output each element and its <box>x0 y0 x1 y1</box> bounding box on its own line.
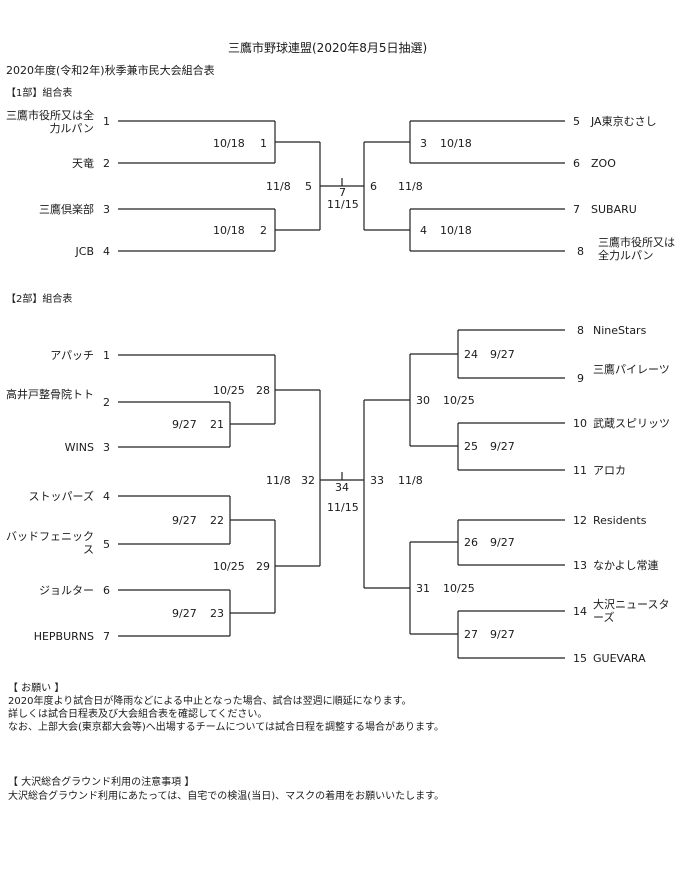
div1-team-no-2: 2 <box>103 157 110 170</box>
div2-game-date: 9/27 <box>172 607 197 620</box>
div1-game-date: 11/8 <box>266 180 291 193</box>
div1-game-date: 10/18 <box>213 224 245 237</box>
div1-team-no-4: 4 <box>103 245 110 258</box>
div2-team-name-4: ストッパーズ <box>28 490 94 503</box>
div2-team-no-1: 1 <box>103 349 110 362</box>
div2-game-date: 10/25 <box>443 582 475 595</box>
request-line: 2020年度より試合日が降雨などによる中止となった場合、試合は翌週に順延になりま… <box>8 696 412 707</box>
div2-game-no: 30 <box>416 394 430 407</box>
div2-game-date: 11/8 <box>266 474 291 487</box>
div2-team-name-7: HEPBURNS <box>33 630 94 643</box>
div1-team-no-8: 8 <box>577 245 584 258</box>
div2-team-name-3: WINS <box>64 441 94 454</box>
div2-game-no: 21 <box>210 418 224 431</box>
div2-game-date: 9/27 <box>172 514 197 527</box>
div1-team-no-1: 1 <box>103 115 110 128</box>
div2-team-no-7: 7 <box>103 630 110 643</box>
div2-team-no-10: 10 <box>573 417 587 430</box>
div2-game-no: 31 <box>416 582 430 595</box>
div2-game-date: 10/25 <box>213 560 245 573</box>
request-line: なお、上部大会(東京都大会等)へ出場するチームについては試合日程を調整する場合が… <box>8 722 445 733</box>
div1-team-no-5: 5 <box>573 115 580 128</box>
div1-team-name-4: JCB <box>75 245 94 258</box>
div2-game-no: 29 <box>256 560 270 573</box>
div1-final-date: 11/15 <box>327 198 359 211</box>
div2-team-no-15: 15 <box>573 652 587 665</box>
div1-team-no-3: 3 <box>103 203 110 216</box>
div2-game-date: 11/8 <box>398 474 423 487</box>
div2-game-no: 23 <box>210 607 224 620</box>
div2-team-name-13: なかよし常連 <box>593 559 659 572</box>
div2-team-name-8: NineStars <box>593 324 647 337</box>
div2-game-no: 32 <box>301 474 315 487</box>
div2-game-no: 33 <box>370 474 384 487</box>
div2-game-date: 9/27 <box>490 348 515 361</box>
div2-team-no-11: 11 <box>573 464 587 477</box>
div2-team-no-3: 3 <box>103 441 110 454</box>
div1-game-no: 5 <box>305 180 312 193</box>
div2-team-no-13: 13 <box>573 559 587 572</box>
div2-team-name-11: アロカ <box>593 464 626 477</box>
div1-game-no: 3 <box>420 137 427 150</box>
div2-team-name-2: 高井戸整骨院トト <box>6 388 94 401</box>
div1-game-no: 1 <box>260 137 267 150</box>
document-subtitle: 2020年度(令和2年)秋季兼市民大会組合表 <box>6 64 215 77</box>
div1-team-name-8: 三鷹市役所又は全力ルパン <box>598 236 675 262</box>
div2-team-no-9: 9 <box>577 372 584 385</box>
div2-game-no: 22 <box>210 514 224 527</box>
div2-heading: 【2部】組合表 <box>6 294 73 305</box>
div2-team-no-2: 2 <box>103 396 110 409</box>
div1-team-name-1: 三鷹市役所又は全力ルパン <box>6 109 94 135</box>
div2-game-date: 9/27 <box>490 536 515 549</box>
div1-game-date: 11/8 <box>398 180 423 193</box>
div1-final-no: 7 <box>339 186 346 199</box>
request-heading: 【 お願い 】 <box>8 683 65 694</box>
div1-heading: 【1部】組合表 <box>6 88 73 99</box>
div2-team-name-15: GUEVARA <box>593 652 646 665</box>
div2-game-no: 25 <box>464 440 478 453</box>
div2-final-no: 34 <box>335 481 349 494</box>
div2-game-no: 28 <box>256 384 270 397</box>
div1-game-date: 10/18 <box>440 224 472 237</box>
div1-game-date: 10/18 <box>440 137 472 150</box>
div1-team-no-6: 6 <box>573 157 580 170</box>
div1-team-name-2: 天竜 <box>72 157 94 170</box>
div2-game-no: 26 <box>464 536 478 549</box>
div2-team-no-5: 5 <box>103 538 110 551</box>
div2-team-name-14: 大沢ニュースターズ <box>593 598 670 624</box>
div2-team-name-12: Residents <box>593 514 647 527</box>
div1-team-no-7: 7 <box>573 203 580 216</box>
div2-game-date: 10/25 <box>213 384 245 397</box>
div2-team-name-9: 三鷹パイレーツ <box>593 363 670 376</box>
div2-game-date: 9/27 <box>490 440 515 453</box>
div1-team-name-5: JA東京むさし <box>591 115 657 128</box>
div2-team-no-4: 4 <box>103 490 110 503</box>
div2-game-no: 27 <box>464 628 478 641</box>
request-line: 詳しくは試合日程表及び大会組合表を確認してください。 <box>8 709 268 720</box>
div2-game-date: 9/27 <box>172 418 197 431</box>
div2-team-no-8: 8 <box>577 324 584 337</box>
div1-game-no: 4 <box>420 224 427 237</box>
div2-team-name-1: アパッチ <box>50 349 94 362</box>
div2-final-date: 11/15 <box>327 501 359 514</box>
div1-game-no: 2 <box>260 224 267 237</box>
ground-line: 大沢総合グラウンド利用にあたっては、自宅での検温(当日)、マスクの着用をお願いい… <box>8 791 445 802</box>
div2-team-name-5: バッドフェニックス <box>6 530 94 556</box>
div1-game-no: 6 <box>370 180 377 193</box>
div2-team-no-12: 12 <box>573 514 587 527</box>
div2-team-no-6: 6 <box>103 584 110 597</box>
div1-team-name-3: 三鷹倶楽部 <box>39 203 94 216</box>
div1-team-name-6: ZOO <box>591 157 616 170</box>
document-title: 三鷹市野球連盟(2020年8月5日抽選) <box>228 41 428 55</box>
div2-team-name-10: 武蔵スピリッツ <box>593 417 670 430</box>
ground-heading: 【 大沢総合グラウンド利用の注意事項 】 <box>8 777 195 788</box>
div2-game-date: 9/27 <box>490 628 515 641</box>
div2-game-date: 10/25 <box>443 394 475 407</box>
div2-team-no-14: 14 <box>573 605 587 618</box>
div2-game-no: 24 <box>464 348 478 361</box>
div1-team-name-7: SUBARU <box>591 203 637 216</box>
div2-team-name-6: ジョルター <box>39 584 94 597</box>
div1-game-date: 10/18 <box>213 137 245 150</box>
